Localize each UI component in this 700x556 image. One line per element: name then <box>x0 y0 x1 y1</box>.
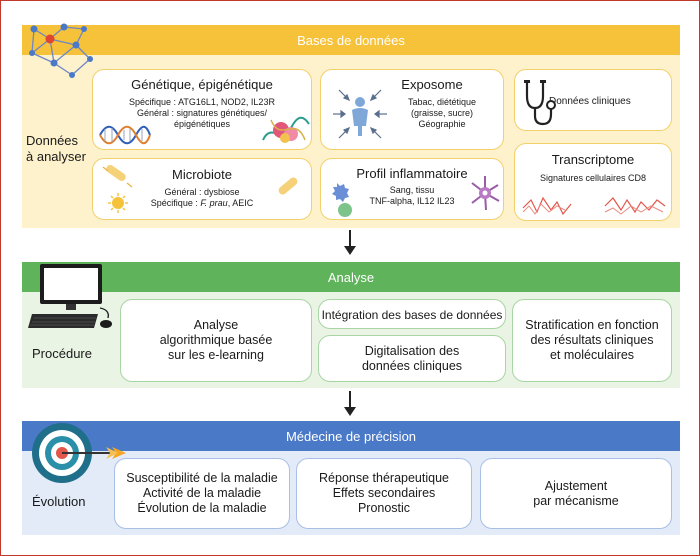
algo-card: Analyse algorithmique basée sur les e-le… <box>120 299 312 382</box>
down-arrow-1 <box>344 230 356 255</box>
inflammatoire-line1: Sang, tissu <box>389 185 435 195</box>
algo-line2: algorithmique basée <box>159 333 273 347</box>
digitalisation-card: Digitalisation des données cliniques <box>318 335 506 382</box>
databases-header: Bases de données <box>22 25 680 55</box>
analyse-side-label: Procédure <box>32 346 92 361</box>
bacillus-icon <box>278 177 298 195</box>
digitalisation-line2: données cliniques <box>361 359 463 373</box>
susceptibilite-line1: Susceptibilité de la maladie <box>126 471 278 485</box>
exposome-title: Exposome <box>401 77 463 92</box>
chromatin-icon <box>262 116 310 143</box>
cliniques-card: Données cliniques <box>514 69 672 131</box>
exposome-line3: Géographie <box>418 119 466 129</box>
reponse-line1: Réponse thérapeutique <box>319 471 449 485</box>
genetique-line3: épigénétiques <box>173 119 231 129</box>
susceptibilite-card: Susceptibilité de la maladie Activité de… <box>114 458 290 529</box>
microbiote-specific-suffix: , AEIC <box>227 198 254 208</box>
medecine-section: Médecine de précision Évolution Suscepti… <box>22 421 680 535</box>
medecine-header: Médecine de précision <box>22 421 680 451</box>
computer-icon <box>28 264 112 328</box>
analyse-section: Analyse Procédure Analyse algorithmique … <box>22 262 680 388</box>
ajustement-card: Ajustement par mécanisme <box>480 458 672 529</box>
digitalisation-line1: Digitalisation des <box>364 344 460 358</box>
down-arrow-2 <box>344 391 356 416</box>
genetique-title: Génétique, épigénétique <box>131 77 273 92</box>
databases-side-label-line1: Données <box>26 133 79 148</box>
expression-wave-icon <box>522 196 666 216</box>
transcriptome-title: Transcriptome <box>551 152 635 167</box>
microbiote-specific-prefix: Spécifique : <box>150 198 201 208</box>
microbiote-title: Microbiote <box>172 167 232 182</box>
transcriptome-line1: Signatures cellulaires CD8 <box>539 173 647 183</box>
reponse-line2: Effets secondaires <box>332 486 436 500</box>
databases-side-label-line2: à analyser <box>26 149 86 164</box>
stratification-line1: Stratification en fonction <box>525 318 659 332</box>
target-icon <box>32 423 126 483</box>
dna-icon <box>99 125 151 145</box>
microbiote-card: Microbiote Général : dysbiose Spécifique… <box>92 158 312 220</box>
algo-line1: Analyse <box>193 318 239 332</box>
exposome-card: Exposome Tabac, diététique (graisse, suc… <box>320 69 504 150</box>
ajustement-line1: Ajustement <box>544 479 608 493</box>
ajustement-line2: par mécanisme <box>533 494 619 508</box>
transcriptome-card: Transcriptome Signatures cellulaires CD8 <box>514 143 672 221</box>
susceptibilite-line2: Activité de la maladie <box>142 486 262 500</box>
databases-section: Bases de données Données à analyser Géné… <box>22 23 680 228</box>
immune-cells-icon <box>332 183 352 217</box>
exposome-line1: Tabac, diététique <box>407 97 477 107</box>
inflammatoire-card: Profil inflammatoire Sang, tissu TNF-alp… <box>320 158 504 220</box>
network-icon <box>29 23 93 78</box>
cliniques-title: Données cliniques <box>549 96 631 107</box>
person-exposure-icon <box>333 89 387 139</box>
integration-card: Intégration des bases de données <box>318 299 506 329</box>
dendritic-cell-icon <box>471 176 500 211</box>
microbiote-general: Général : dysbiose <box>164 187 240 197</box>
analyse-header-text: Analyse <box>327 269 375 285</box>
exposome-line2: (graisse, sucre) <box>410 108 473 118</box>
analyse-header: Analyse <box>22 262 680 292</box>
bacteria-icon <box>102 164 133 213</box>
genetique-line1: Spécifique : ATG16L1, NOD2, IL23R <box>129 97 275 107</box>
reponse-card: Réponse thérapeutique Effets secondaires… <box>296 458 472 529</box>
stratification-card: Stratification en fonction des résultats… <box>512 299 672 382</box>
inflammatoire-title: Profil inflammatoire <box>356 166 468 181</box>
microbiote-specific: Spécifique : F. prau, AEIC <box>93 198 311 209</box>
inflammatoire-line2: TNF-alpha, IL12 IL23 <box>369 196 455 206</box>
genetique-line2: Général : signatures génétiques/ <box>136 108 268 118</box>
microbiote-specific-species: F. prau <box>200 198 228 208</box>
stratification-line3: et moléculaires <box>549 348 635 362</box>
stratification-line2: des résultats cliniques <box>530 333 654 347</box>
medecine-side-label: Évolution <box>32 494 86 509</box>
genetique-card: Génétique, épigénétique Spécifique : ATG… <box>92 69 312 150</box>
algo-line3: sur les e-learning <box>168 348 264 362</box>
databases-side-label: Données à analyser <box>26 133 106 165</box>
medecine-header-text: Médecine de précision <box>285 428 417 444</box>
stethoscope-icon <box>524 80 556 126</box>
integration-text: Intégration des bases de données <box>321 308 503 322</box>
reponse-line3: Pronostic <box>357 501 411 515</box>
databases-header-text: Bases de données <box>297 32 405 48</box>
susceptibilite-line3: Évolution de la maladie <box>137 501 267 515</box>
